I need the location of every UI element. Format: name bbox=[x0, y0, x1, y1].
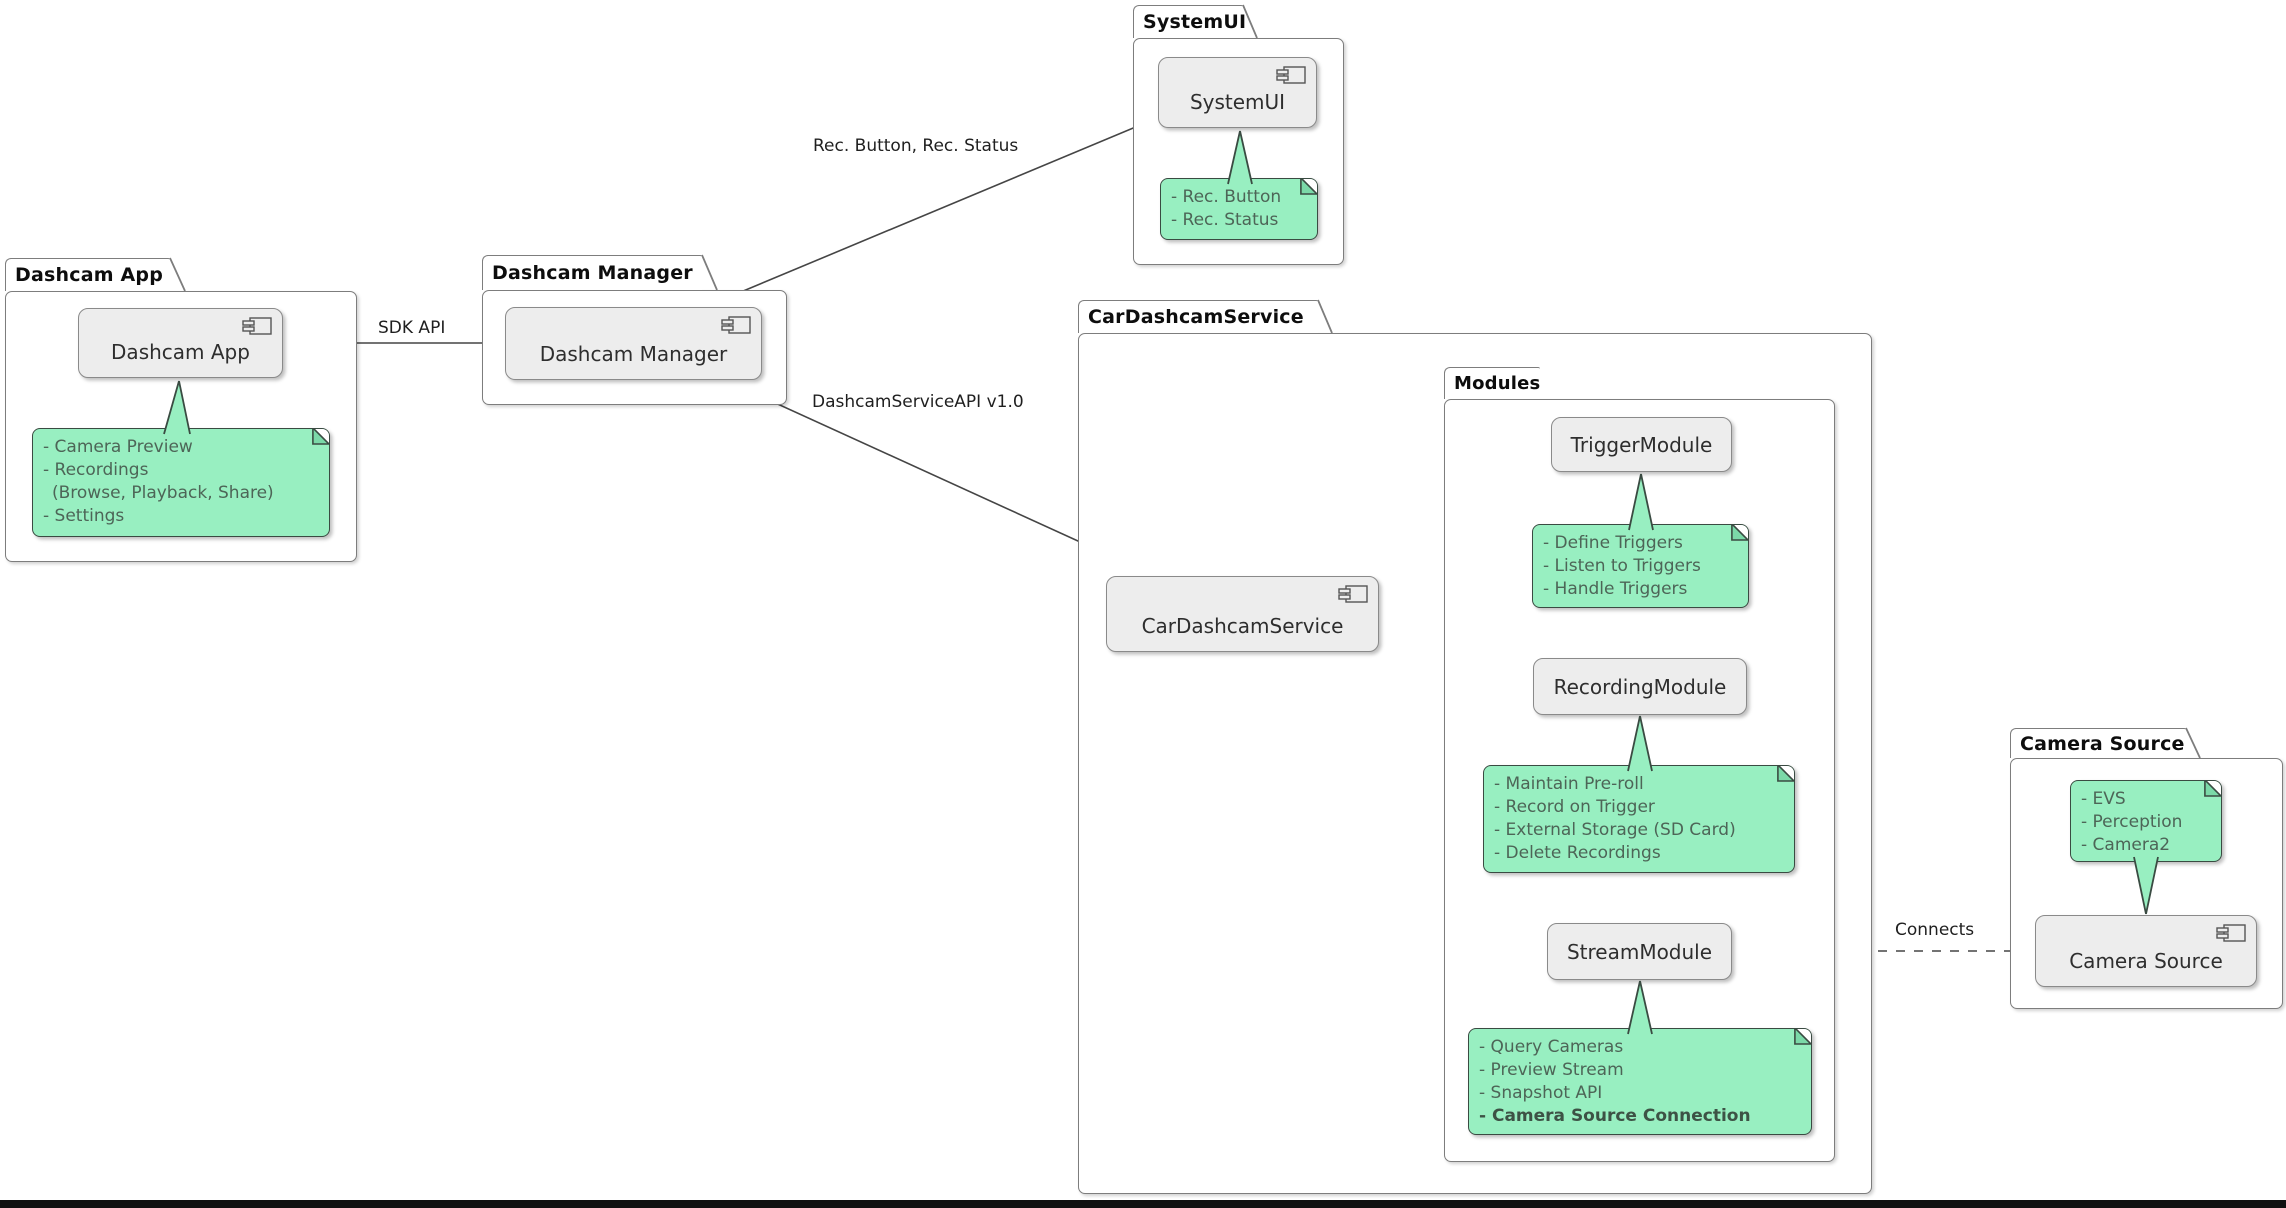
note-line: - EVS bbox=[2081, 789, 2126, 809]
package-title: Dashcam Manager bbox=[492, 262, 693, 284]
package-tab-car-dashcam-service: CarDashcamService bbox=[1078, 300, 1318, 333]
component-icon bbox=[1276, 66, 1306, 84]
note-line: - Delete Recordings bbox=[1494, 843, 1661, 863]
component-label: Dashcam App bbox=[111, 340, 250, 364]
note-line: - Rec. Status bbox=[1171, 210, 1279, 230]
note-line: - Snapshot API bbox=[1479, 1083, 1603, 1103]
component-icon bbox=[242, 317, 272, 335]
note-line: - External Storage (SD Card) bbox=[1494, 820, 1736, 840]
edge-label-sdk-api: SDK API bbox=[378, 318, 446, 338]
package-title: Dashcam App bbox=[15, 264, 164, 286]
tab-slant-dashcam-app bbox=[169, 257, 186, 292]
note-line: - Recordings bbox=[43, 460, 149, 480]
component-stream-module: StreamModule bbox=[1547, 923, 1732, 980]
package-tab-modules: Modules bbox=[1444, 367, 1540, 399]
component-car-dashcam-service: CarDashcamService bbox=[1106, 576, 1379, 652]
note-fold-corner bbox=[1730, 525, 1748, 542]
note-fold-corner bbox=[1793, 1029, 1811, 1046]
note-fold-corner bbox=[1299, 179, 1317, 196]
tab-slant-camera-source bbox=[2185, 727, 2201, 759]
note-fold-corner bbox=[311, 429, 329, 446]
package-title: Camera Source bbox=[2020, 732, 2185, 755]
tab-slant-dashcam-manager bbox=[701, 254, 718, 291]
note-fold-corner bbox=[2203, 781, 2221, 798]
note-stream-module: - Query Cameras - Preview Stream - Snaps… bbox=[1468, 1028, 1812, 1135]
note-line: - Camera Source Connection bbox=[1479, 1106, 1751, 1126]
note-recording-module: - Maintain Pre-roll - Record on Trigger … bbox=[1483, 765, 1795, 873]
note-trigger-module: - Define Triggers - Listen to Triggers -… bbox=[1532, 524, 1749, 608]
component-label: Camera Source bbox=[2069, 949, 2223, 973]
component-dashcam-manager: Dashcam Manager bbox=[505, 307, 762, 380]
note-line: - Query Cameras bbox=[1479, 1037, 1624, 1057]
component-label: StreamModule bbox=[1566, 939, 1713, 964]
component-trigger-module: TriggerModule bbox=[1551, 417, 1732, 472]
note-line: - Rec. Button bbox=[1171, 187, 1282, 207]
note-line: - Maintain Pre-roll bbox=[1494, 774, 1644, 794]
note-line: - Define Triggers bbox=[1543, 533, 1683, 553]
component-systemui: SystemUI bbox=[1158, 57, 1317, 128]
component-label: SystemUI bbox=[1189, 90, 1286, 114]
note-line: - Camera Preview bbox=[43, 437, 193, 457]
package-tab-camera-source: Camera Source bbox=[2010, 728, 2186, 758]
note-line: - Preview Stream bbox=[1479, 1060, 1624, 1080]
package-tab-systemui: SystemUI bbox=[1133, 5, 1247, 38]
note-dashcam-app: - Camera Preview - Recordings (Browse, P… bbox=[32, 428, 330, 537]
note-camera-source: - EVS - Perception - Camera2 bbox=[2070, 780, 2222, 862]
component-icon bbox=[1338, 585, 1368, 603]
edge-label-dashcam-service-api: DashcamServiceAPI v1.0 bbox=[812, 392, 1024, 412]
note-line: - Record on Trigger bbox=[1494, 797, 1655, 817]
package-tab-dashcam-manager: Dashcam Manager bbox=[482, 255, 702, 290]
note-systemui: - Rec. Button - Rec. Status bbox=[1160, 178, 1318, 240]
component-label: CarDashcamService bbox=[1141, 614, 1344, 638]
package-tab-dashcam-app: Dashcam App bbox=[5, 258, 170, 291]
component-icon bbox=[721, 316, 751, 334]
component-dashcam-app: Dashcam App bbox=[78, 308, 283, 378]
package-title: CarDashcamService bbox=[1088, 306, 1304, 328]
component-label: TriggerModule bbox=[1570, 432, 1713, 457]
bottom-black-bar bbox=[0, 1200, 2286, 1208]
note-line: - Perception bbox=[2081, 812, 2183, 832]
package-title: Modules bbox=[1454, 373, 1541, 394]
component-label: Dashcam Manager bbox=[539, 342, 728, 366]
component-label: RecordingModule bbox=[1553, 674, 1727, 699]
component-recording-module: RecordingModule bbox=[1533, 658, 1747, 715]
note-line: - Settings bbox=[43, 506, 125, 526]
note-line: (Browse, Playback, Share) bbox=[52, 483, 274, 503]
component-camera-source: Camera Source bbox=[2035, 915, 2257, 987]
edge-label-connects: Connects bbox=[1895, 920, 1975, 940]
component-icon bbox=[2216, 924, 2246, 942]
package-title: SystemUI bbox=[1143, 11, 1247, 33]
note-line: - Listen to Triggers bbox=[1543, 556, 1701, 576]
note-line: - Handle Triggers bbox=[1543, 579, 1688, 599]
note-fold-corner bbox=[1776, 766, 1794, 783]
tab-slant-car-dashcam-service bbox=[1317, 299, 1333, 334]
note-line: - Camera2 bbox=[2081, 835, 2171, 855]
edge-label-rec-button-status: Rec. Button, Rec. Status bbox=[813, 136, 1019, 156]
